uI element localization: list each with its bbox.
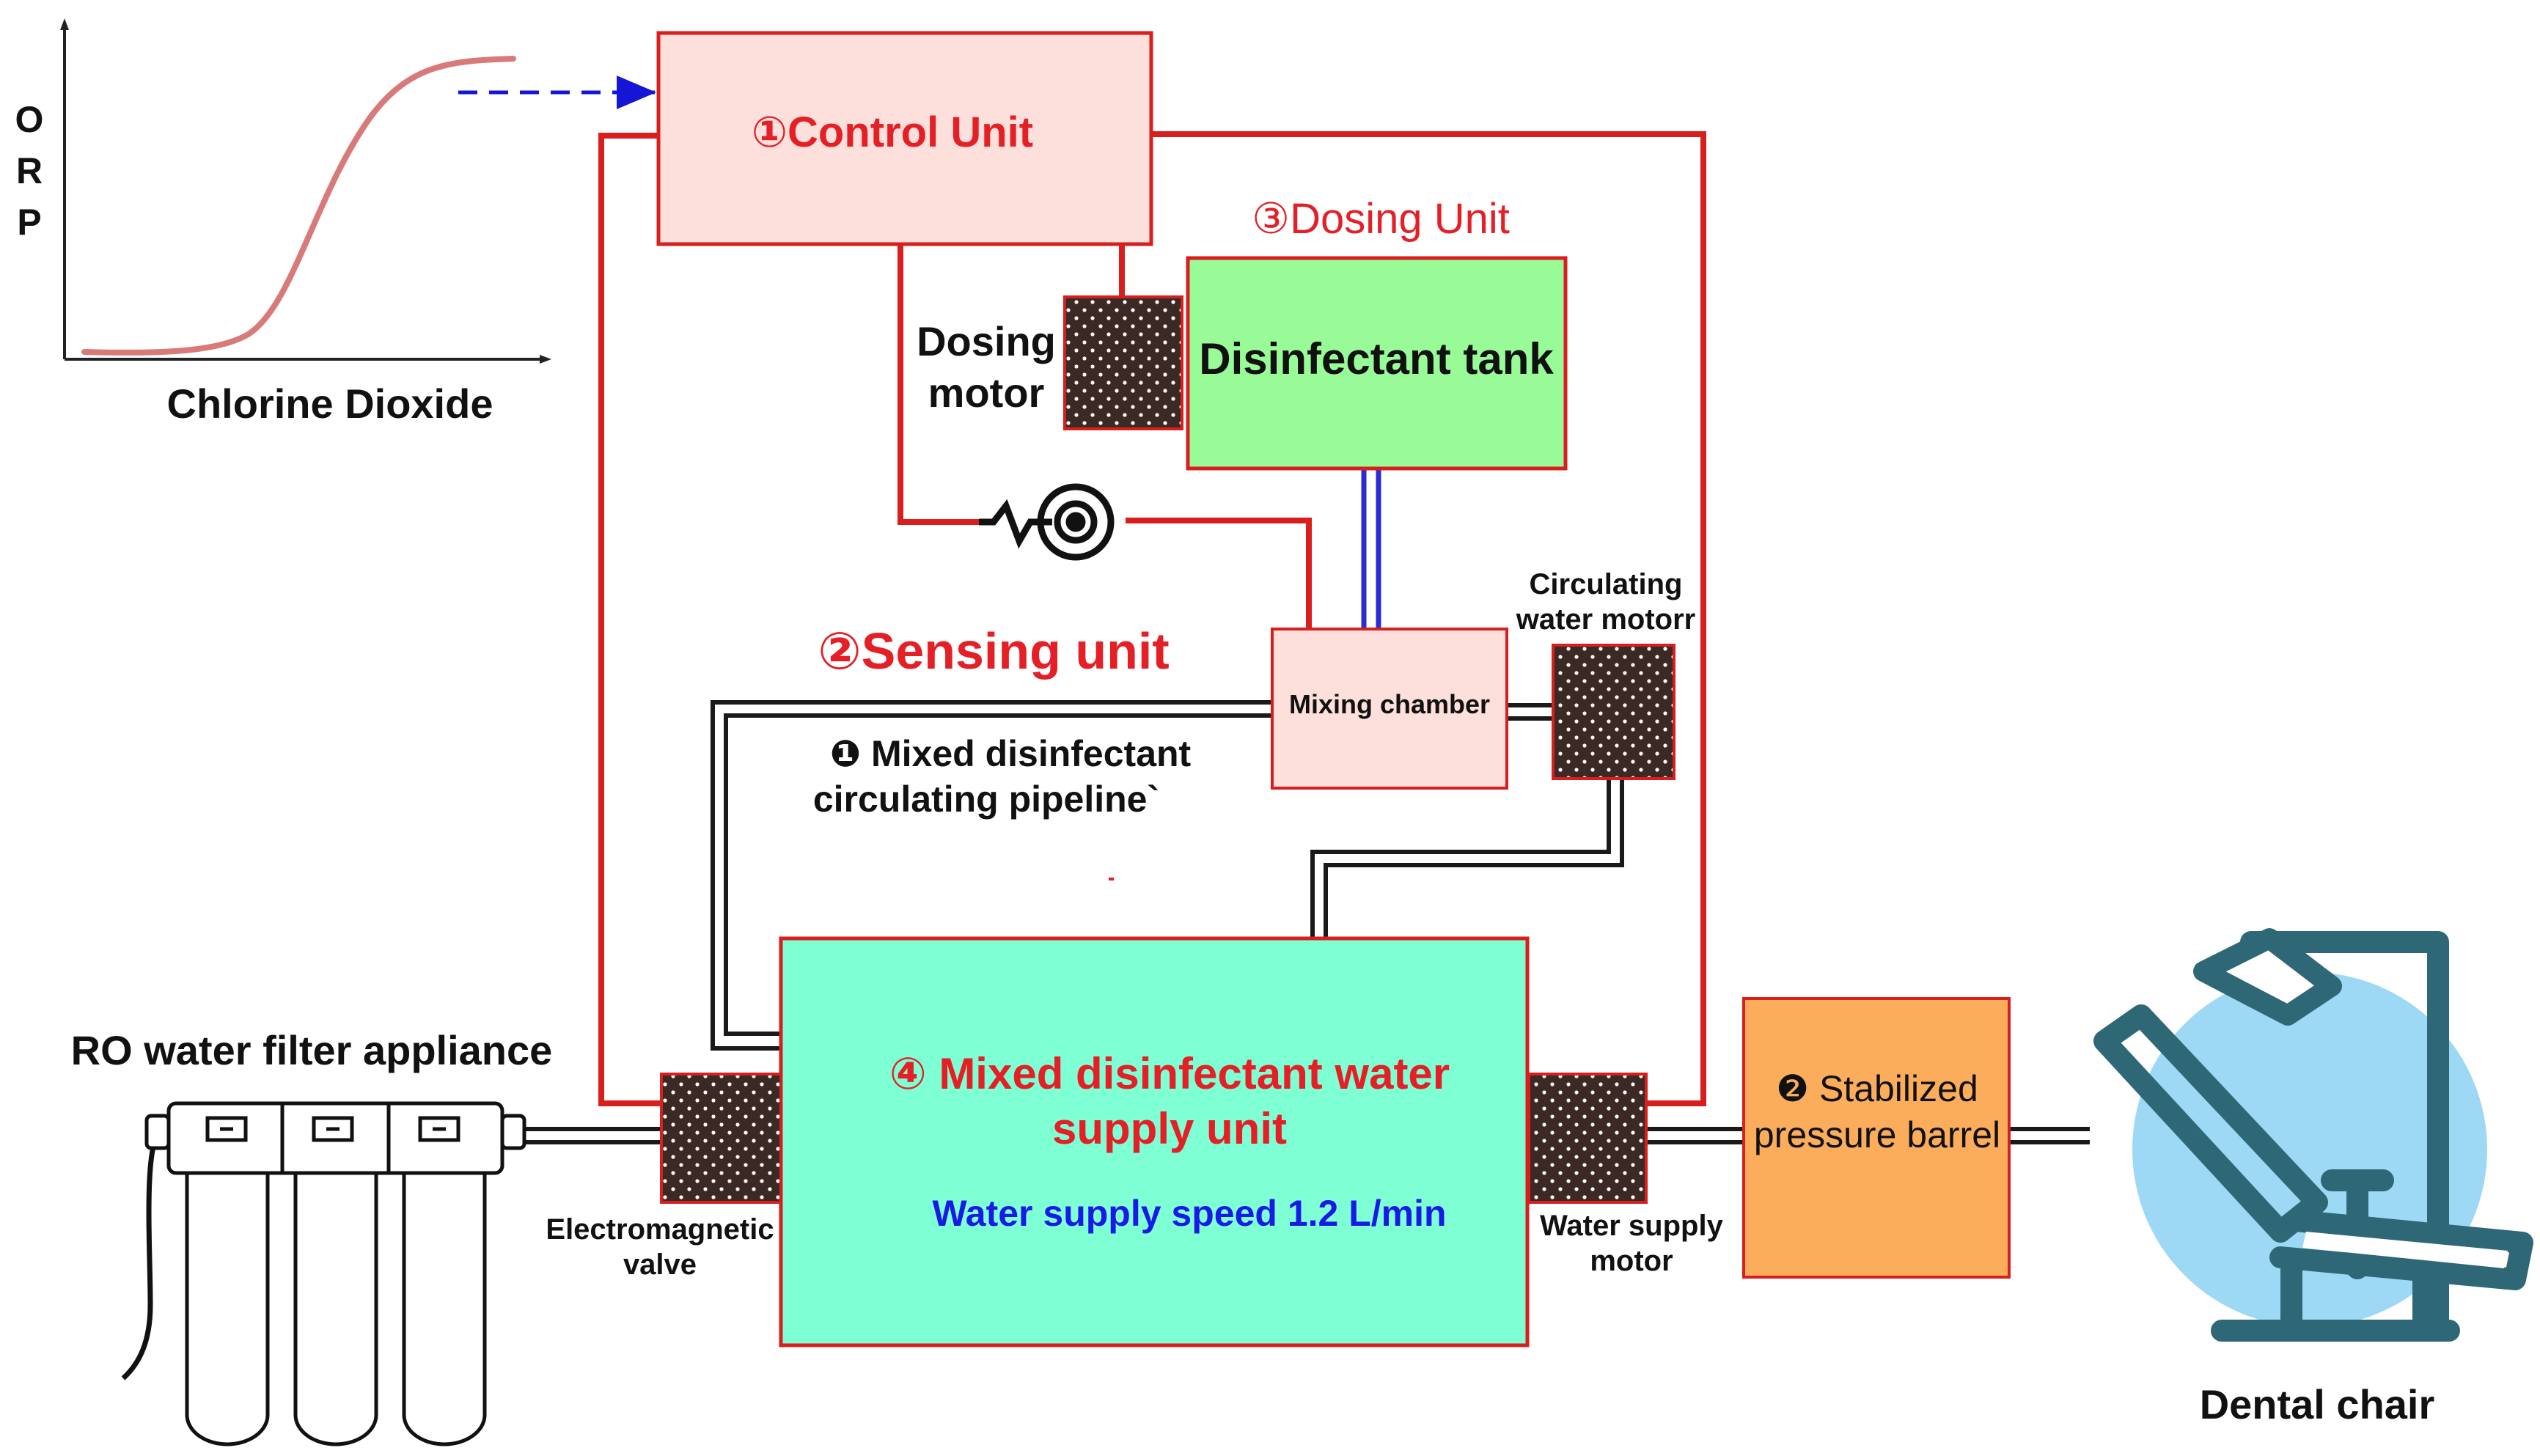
control-unit-box [656,31,1153,246]
motor-return-pipe-outer [1324,779,1624,938]
stray-red-mark [1109,878,1114,880]
ro-filter-clip-2 [312,1116,354,1142]
supply-unit-box [779,936,1530,1347]
electromagnetic-valve-label-line2: valve [623,1249,697,1281]
mixing-chamber-label: Mixing chamber [1289,689,1490,719]
supply-unit-label-line2: supply unit [1052,1104,1287,1153]
water-supply-motor-box [1527,1073,1648,1204]
supply-speed-label: Water supply speed 1.2 L/min [932,1193,1446,1234]
disinfectant-tank: Disinfectant tank [1186,256,1568,471]
dental-chair-label: Dental chair [2200,1381,2435,1427]
sensor-inner-ring [1054,500,1098,544]
chair-backrest [2093,1004,2328,1243]
control-unit-label: ①Control Unit [752,109,1033,156]
dosing-motor-box [1063,295,1183,430]
orp-chart: O R P Chlorine Dioxide [15,18,551,427]
sensor-wave [979,499,1052,549]
circulating-motor-box [1552,644,1675,780]
sensor-core [1065,512,1086,532]
disinfectant-tank-label: Disinfectant tank [1199,334,1554,383]
orp-y-letter-p: P [17,202,41,243]
chair-post [2321,1169,2394,1279]
circulating-pipe-inner [724,713,1272,1036]
pressure-barrel-label-line2: pressure barrel [1754,1114,2000,1155]
dosing-motor-label-line2: motor [928,369,1045,416]
chair-seat-highlight [2302,1232,2508,1268]
circulating-motor-label-line2: water motorr [1516,603,1696,636]
mixing-chamber: Mixing chamber [1271,628,1508,790]
control-unit: ①Control Unit [656,31,1153,246]
circulating-water-motor: Circulating water motorr [1516,568,1696,780]
ro-filter-label: RO water filter appliance [71,1027,553,1073]
chair-lamp-arm [2240,931,2449,1342]
dosing-motor-label-line1: Dosing [917,318,1056,364]
water-supply-motor: Water supply motor [1527,1073,1724,1277]
signal-lines [598,131,1706,1106]
signal-line-sensor-right [1126,518,1312,630]
orp-curve [81,56,516,356]
dosing-motor: Dosing motor [917,295,1183,430]
ro-filter-head-left-cap [144,1114,171,1150]
supply-unit-label-line1: ④ Mixed disinfectant water [889,1049,1450,1098]
pressure-barrel-label-line1: ❷ Stabilized [1776,1068,1978,1109]
dosing-unit-label: ③Dosing Unit [1252,195,1510,243]
circulating-pipe-outer [711,700,1272,1051]
signal-line-sensor-left [898,244,979,525]
ro-filter-illustration [121,1101,526,1446]
ro-filter-canister-3 [402,1171,487,1446]
signal-line-left [598,133,661,1106]
electromagnetic-valve: Electromagnetic valve [546,1073,782,1281]
dosing-pipe [1361,469,1381,629]
orp-y-letter-r: R [16,150,43,191]
water-supply-motor-label-line2: motor [1590,1245,1673,1277]
electromagnetic-valve-label-line1: Electromagnetic [546,1213,774,1246]
water-pipes [524,700,2090,1144]
ro-filter-clip-1 [205,1116,248,1142]
ro-filter-clip-3 [418,1116,460,1142]
disinfectant-tank-box [1186,256,1568,471]
mixing-chamber-box [1271,628,1508,790]
ro-filter-hose [121,1127,164,1380]
sensing-unit-label: ②Sensing unit [818,622,1169,680]
chair-base [2211,1257,2460,1342]
chair-seat [2269,1210,2533,1290]
signal-line-right [1151,131,1706,1106]
orp-x-label: Chlorine Dioxide [167,380,493,427]
pressure-barrel-box [1742,997,2011,1279]
supply-unit: ④ Mixed disinfectant water supply unit W… [779,936,1530,1347]
motor-return-pipe-inner [1310,779,1611,938]
pipeline-label-line1: ❶ Mixed disinfectant [830,733,1192,774]
sensor-outer-ring [1037,483,1115,561]
pressure-barrel: ❷ Stabilized pressure barrel [1742,997,2011,1279]
dental-chair-icon [2093,928,2533,1342]
ro-filter-head-right-cap [500,1114,526,1150]
water-supply-motor-label-line1: Water supply [1540,1210,1723,1242]
circulating-motor-label-line1: Circulating [1530,568,1683,600]
orp-y-letter-o: O [15,99,44,140]
pipeline-label-line2: circulating pipeline` [813,779,1159,820]
electromagnetic-valve-box [660,1073,782,1204]
orp-sensor-icon [979,483,1115,561]
ro-filter-canister-2 [293,1171,378,1446]
chair-lamp-head [2193,928,2342,1026]
ro-filter-canister-1 [185,1171,270,1446]
